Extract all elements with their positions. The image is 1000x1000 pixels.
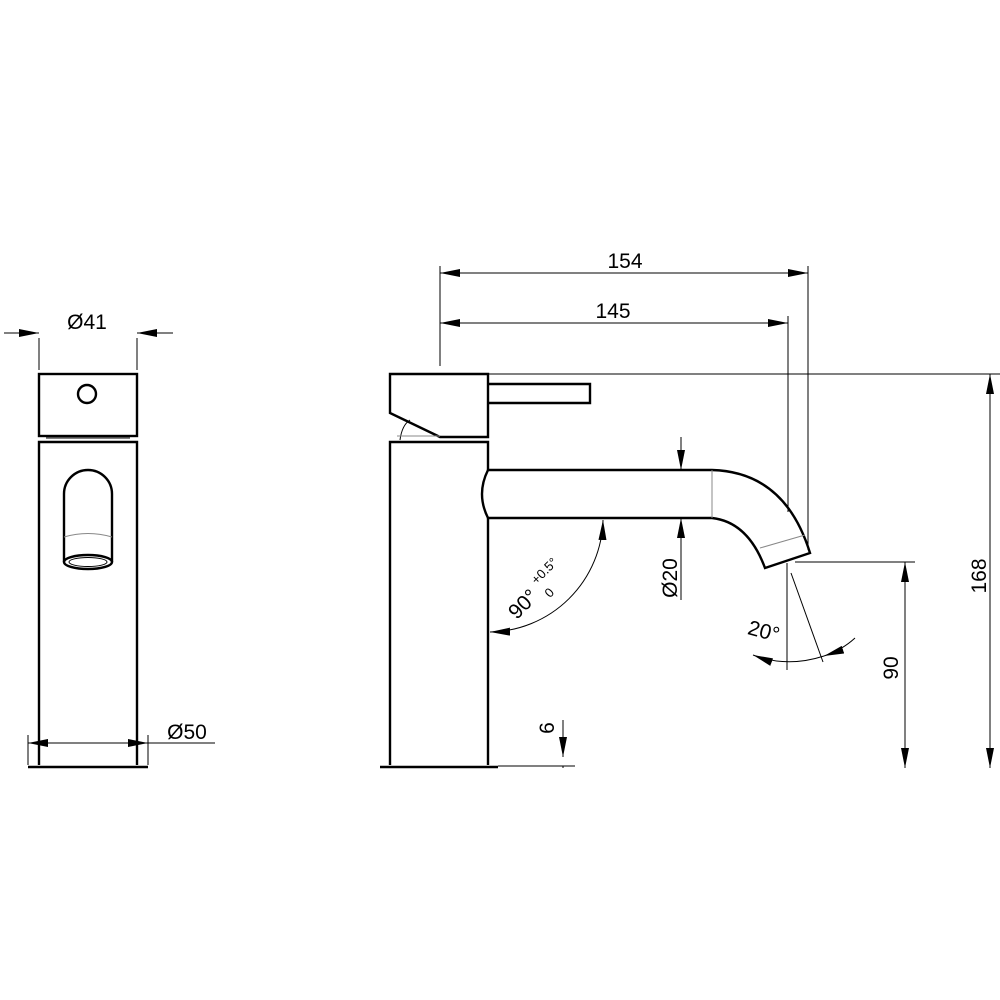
dim-spout-angle: 90°	[504, 585, 543, 624]
spout-joint	[480, 469, 490, 519]
body	[37, 440, 139, 765]
spout-angle-label-group: 90° +0.5° 0	[504, 555, 560, 624]
spout-outlet-inner	[68, 557, 108, 567]
dim-angle-tol-lower: 0	[541, 585, 557, 601]
dim-overall-height: 168	[968, 558, 991, 593]
spout-outlet	[62, 553, 114, 571]
spout-front	[62, 468, 114, 562]
handle-body	[388, 372, 490, 439]
tangent-line	[759, 534, 806, 549]
front-view: Ø41 Ø50	[4, 311, 215, 769]
dim-angle-tol-upper: +0.5°	[528, 555, 560, 587]
outlet-axis-angled	[790, 572, 824, 663]
dim-base-diameter: Ø50	[167, 721, 207, 744]
dim-outlet-angle: 20°	[745, 617, 782, 647]
lever	[488, 382, 592, 405]
body	[388, 440, 490, 765]
angle-arc-90	[489, 519, 607, 636]
spout	[488, 468, 812, 570]
dim-base-thickness: 6	[536, 722, 559, 734]
dim-spout-height: 90	[880, 656, 903, 679]
handle-indicator-circle	[76, 383, 98, 405]
dim-spout-reach: 145	[595, 300, 630, 323]
dim-arrow	[823, 637, 856, 657]
angle-arc-20	[752, 654, 825, 666]
dim-spout-diameter: Ø20	[659, 558, 682, 598]
handle-cap	[37, 372, 139, 438]
spout-tangent-line	[63, 533, 113, 538]
handle-curve	[399, 419, 411, 441]
dim-top-diameter: Ø41	[67, 311, 107, 334]
dim-overall-reach: 154	[607, 250, 642, 273]
side-view: 154 145 168 90 6 Ø20 90° +0.5° 0	[380, 250, 1000, 769]
